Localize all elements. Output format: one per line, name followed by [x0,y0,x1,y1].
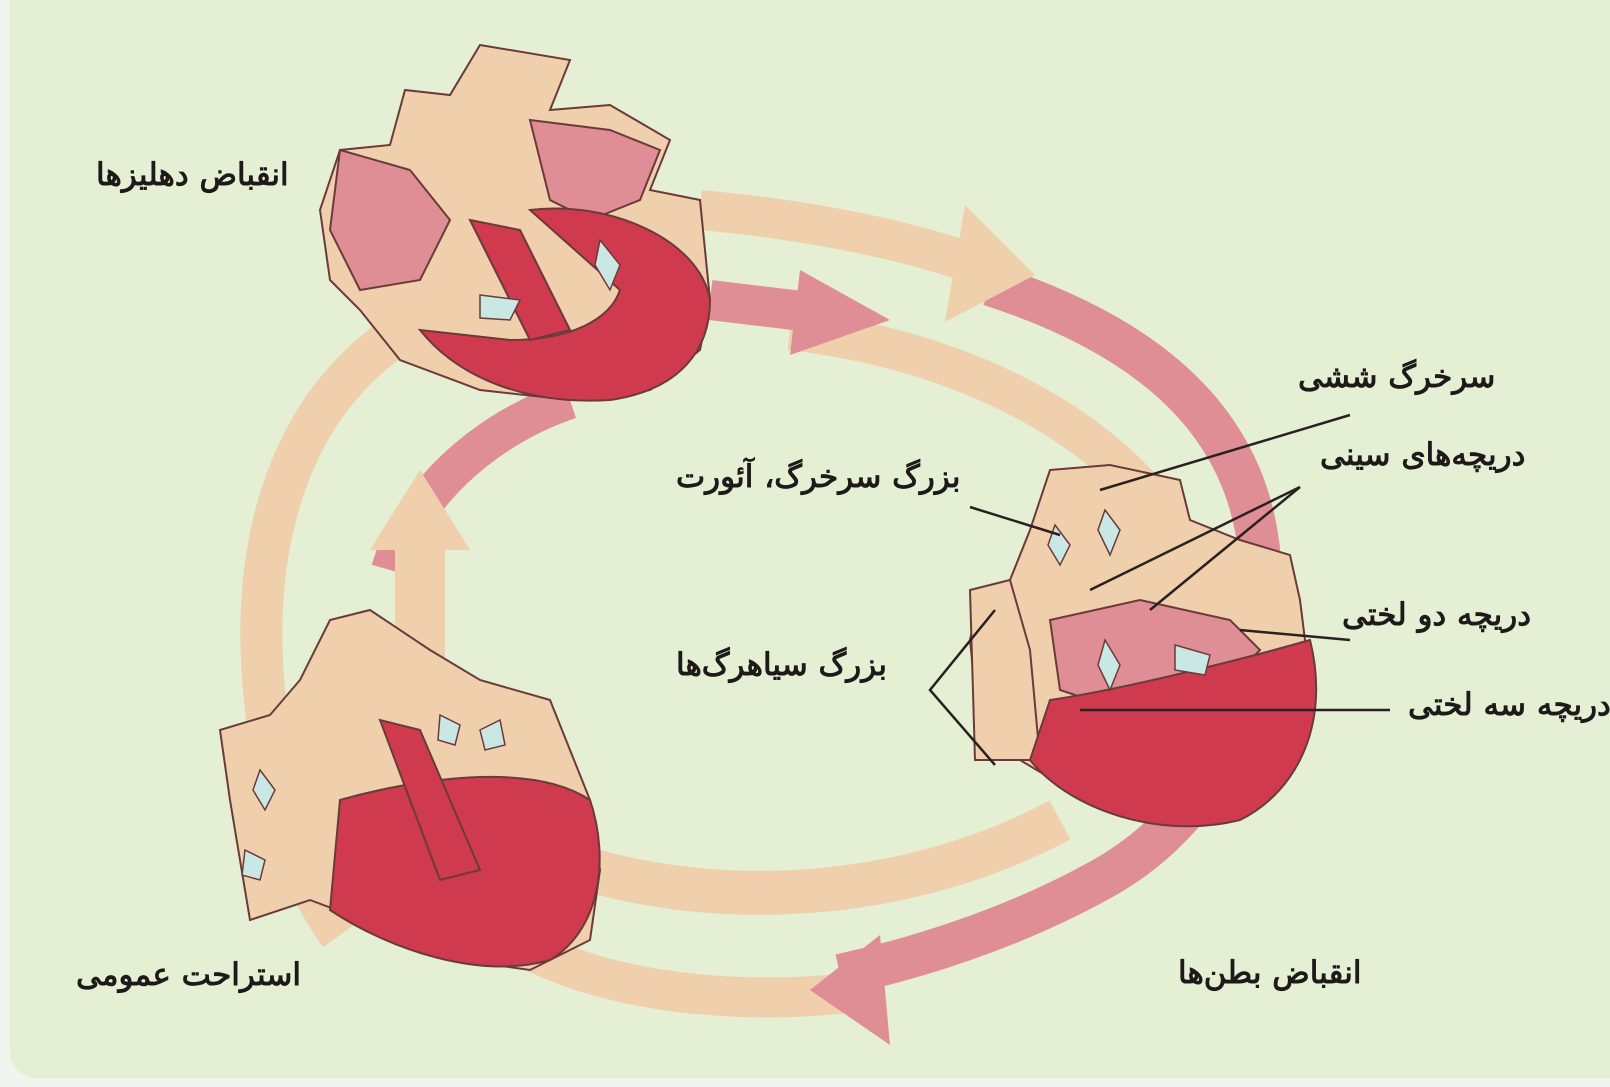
label-ventricular-contraction: انقباض بطن‌ها [1178,958,1361,989]
label-tricuspid-valve: دریچه سه لختی [1408,690,1610,721]
label-pulmonary-artery: سرخرگ ششی [1298,362,1495,393]
bottom-beige-arrow-band [590,820,1060,893]
label-aorta: بزرگ سرخرگ، آئورت [676,462,961,493]
label-vena-cava: بزرگ سیاهرگ‌ها [676,650,887,681]
label-atrial-contraction: انقباض دهلیزها [96,160,289,191]
label-semilunar-valves: دریچه‌های سینی [1320,440,1525,471]
outer-beige-arrow-band [700,210,985,268]
diagram-frame: انقباض دهلیزها استراحت عمومی انقباض بطن‌… [10,0,1610,1078]
inner-pink-arrow-band [710,300,810,312]
label-general-rest: استراحت عمومی [76,960,301,991]
label-mitral-valve: دریچه دو لختی [1342,600,1531,631]
